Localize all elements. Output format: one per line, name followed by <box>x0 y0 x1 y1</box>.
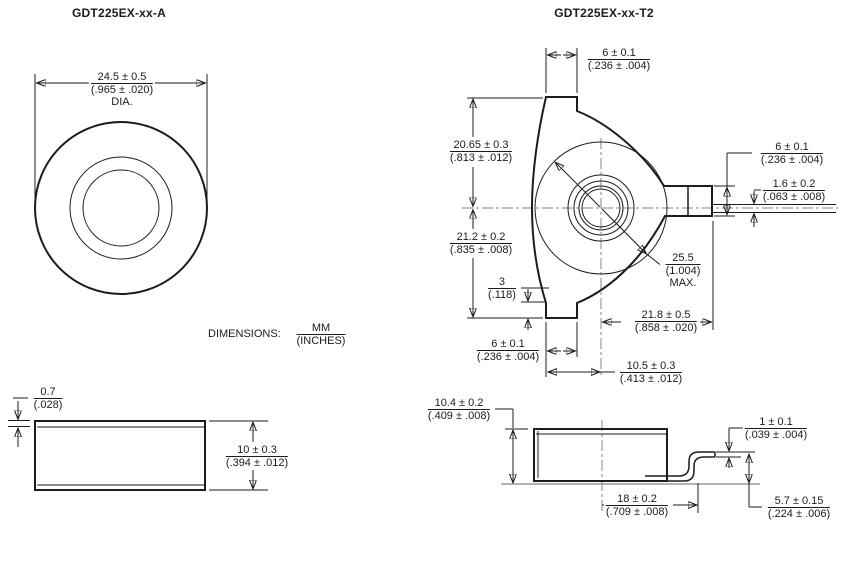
dimensions-note-label: DIMENSIONS: <box>208 328 281 340</box>
units-inches: (INCHES) <box>296 334 346 347</box>
left-side-view <box>8 397 268 491</box>
dim-center-to-top: 20.65 ± 0.3 (.813 ± .012) <box>447 139 515 164</box>
dim-lead-height: 5.7 ± 0.15 (.224 ± .006) <box>765 495 833 520</box>
dim-disc-thickness: 10 ± 0.3 (.394 ± .012) <box>223 444 291 469</box>
dim-lead-thickness: 1 ± 0.1 (.039 ± .004) <box>742 416 810 441</box>
right-front-view <box>462 48 838 378</box>
dim-electrode-thickness: 0.7 (.028) <box>31 386 65 411</box>
dim-center-to-bend: 18 ± 0.2 (.709 ± .008) <box>603 493 671 518</box>
dim-center-to-bottom: 21.2 ± 0.2 (.835 ± .008) <box>447 231 515 256</box>
units-mm: MM <box>311 322 331 334</box>
left-view-title: GDT225EX-xx-A <box>72 6 166 20</box>
dim-center-to-tab-end: 21.8 ± 0.5 (.858 ± .020) <box>632 309 700 334</box>
dim-side-body-height: 10.4 ± 0.2 (.409 ± .008) <box>425 397 493 422</box>
dim-max-diameter: 25.5 (1.004) MAX. <box>663 252 703 289</box>
right-view-title: GDT225EX-xx-T2 <box>554 6 654 20</box>
dim-lead-width: 1.6 ± 0.2 (.063 ± .008) <box>760 178 828 203</box>
dim-bottom-tab-width: 6 ± 0.1 (.236 ± .004) <box>474 338 542 363</box>
dim-tab-edge-height: 3 (.118) <box>486 276 518 301</box>
dim-left-to-center: 10.5 ± 0.3 (.413 ± .012) <box>617 360 685 385</box>
units-fraction: MM (INCHES) <box>294 322 348 347</box>
right-side-view <box>495 408 762 513</box>
left-front-view <box>34 74 208 295</box>
dim-top-tab-width: 6 ± 0.1 (.236 ± .004) <box>585 47 653 72</box>
dim-disc-diameter: 24.5 ± 0.5 (.965 ± .020) DIA. <box>88 71 156 108</box>
dim-right-tab-height: 6 ± 0.1 (.236 ± .004) <box>758 141 826 166</box>
